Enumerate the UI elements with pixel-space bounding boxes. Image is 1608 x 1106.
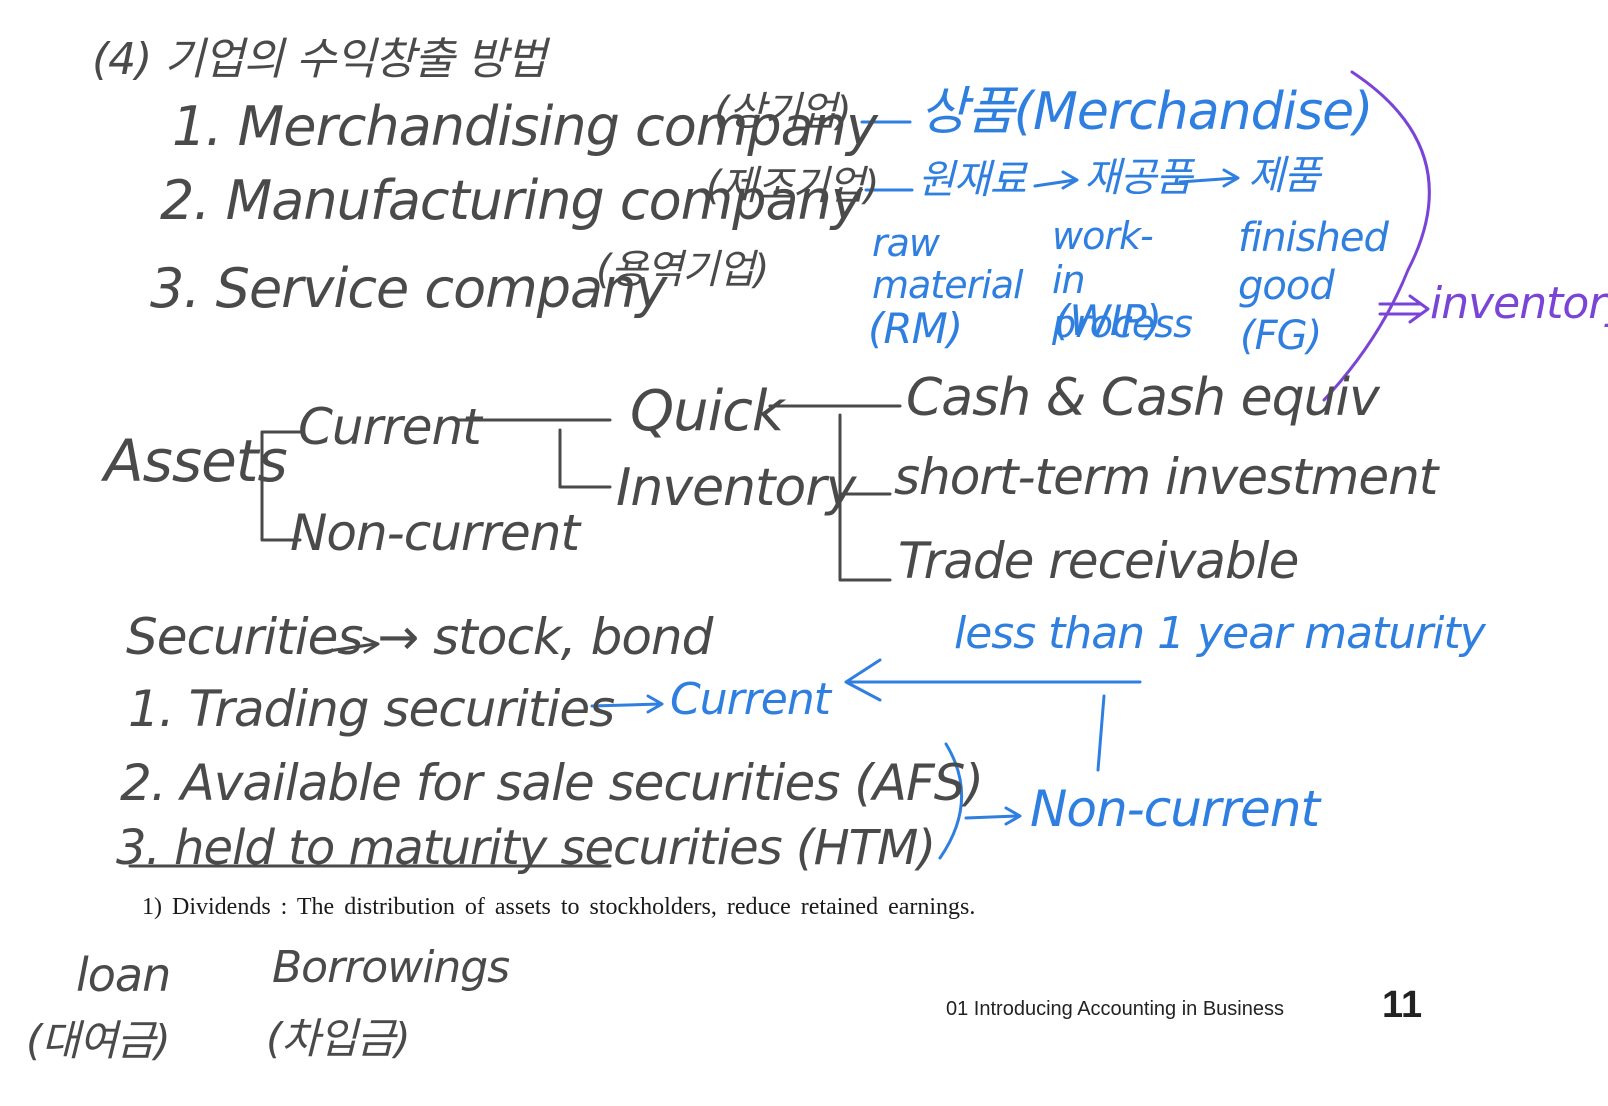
loan-label: loan	[76, 948, 171, 1002]
wip-abbr: (WIP)	[1054, 296, 1162, 345]
inventory-arrow	[1378, 294, 1430, 324]
company-service-korean: (용역기업)	[596, 247, 769, 293]
assets-inventory: Inventory	[616, 458, 856, 518]
maturity-note: less than 1 year maturity	[954, 608, 1486, 659]
maturity-arrow	[844, 658, 1142, 702]
company-manufacturing-korean: (제조기업)	[706, 163, 879, 209]
loan-korean: (대여금)	[26, 1016, 171, 1065]
assets-shortterm: short-term investment	[894, 448, 1438, 506]
raw-material-abbr: (RM)	[868, 304, 963, 353]
maturity-stem	[1096, 694, 1106, 772]
quick-bracket	[558, 428, 612, 489]
finished-good-label: finished good	[1238, 215, 1389, 309]
section-header: (4) 기업의 수익창출 방법	[92, 34, 547, 85]
assets-noncurrent: Non-current	[290, 504, 580, 562]
company-merchandising: 1. Merchandising company	[172, 95, 878, 158]
noncurrent-arrow	[964, 806, 1022, 826]
fg-korean: 제품	[1248, 153, 1321, 199]
securities-arrow	[320, 636, 380, 654]
trading-arrow	[590, 694, 664, 714]
assets-bracket	[260, 430, 302, 542]
borrowings-label: Borrowings	[272, 942, 510, 993]
wip-korean: 재공품	[1084, 155, 1192, 201]
finished-good-abbr: (FG)	[1240, 313, 1322, 359]
inventory-note: inventory	[1430, 278, 1608, 329]
securities-noncurrent: Non-current	[1030, 780, 1320, 838]
securities-trading: 1. Trading securities	[128, 680, 615, 738]
company-manufacturing: 2. Manufacturing company	[160, 169, 863, 232]
borrowings-korean: (차입금)	[266, 1014, 411, 1063]
assets-current: Current	[298, 398, 482, 456]
assets-quick: Quick	[630, 379, 784, 444]
company-merchandising-korean: (상기업)	[714, 89, 852, 135]
company-service: 3. Service company	[150, 257, 667, 320]
wip-label: work-in process	[1052, 214, 1193, 346]
raw-korean: 원재료	[918, 157, 1026, 203]
afs-htm-bracket	[938, 742, 963, 860]
dividends-footnote: 1) Dividends : The distribution of asset…	[142, 894, 976, 920]
assets-trade: Trade receivable	[898, 532, 1299, 590]
merchandise-label: 상품(Merchandise)	[920, 82, 1373, 142]
assets-title: Assets	[104, 427, 288, 495]
securities-afs: 2. Available for sale securities (AFS)	[120, 754, 984, 812]
chapter-title: 01 Introducing Accounting in Business	[946, 998, 1284, 1020]
securities-title: Securities → stock, bond	[126, 608, 713, 666]
securities-current: Current	[670, 674, 831, 725]
wip-fg-arrow	[1178, 168, 1240, 188]
raw-material-label: raw material	[872, 221, 1024, 307]
raw-wip-arrow	[1033, 170, 1079, 190]
inventory-brace	[1322, 70, 1431, 402]
securities-htm: 3. held to maturity securities (HTM)	[116, 820, 936, 876]
assets-cash: Cash & Cash equiv	[906, 368, 1380, 428]
cash-bracket	[838, 413, 892, 582]
page-number: 11	[1382, 984, 1423, 1026]
